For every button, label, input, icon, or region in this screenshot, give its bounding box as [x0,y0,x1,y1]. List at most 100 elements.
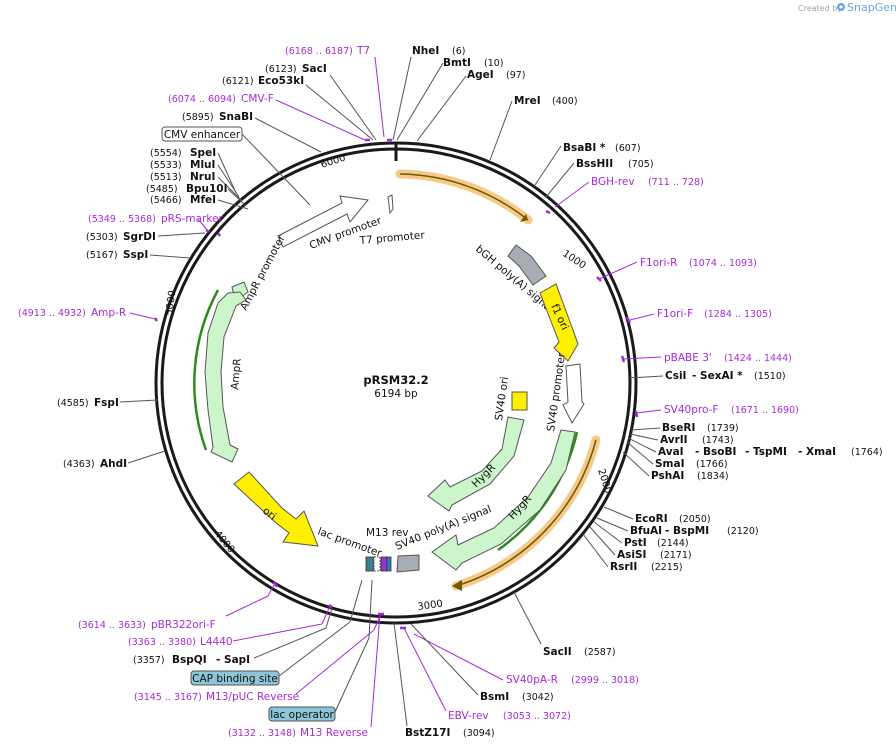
plasmid-name: pRSM32.2 [363,373,428,387]
cmv-promoter-arrow[interactable] [277,195,369,248]
label-mlui-pos: (5533) [150,160,182,171]
label-ebvrev-name: EBV-rev [448,710,489,722]
label-m13rev-range: (3132 .. 3148) [228,728,296,739]
leader-line [295,629,375,695]
label-m13puc-range: (3145 .. 3167) [134,692,202,703]
leader-line [589,526,616,556]
site-labels: (6168 .. 6187)T7(6123)SacI(6121)Eco53kI(… [18,45,883,739]
label-bpu10i-pos: (5485) [146,184,178,195]
label-nhei-pos: (6) [452,46,465,57]
leader-line [254,117,322,153]
label-nrui-name: NruI [190,171,215,183]
label-bsshii-name: BssHII [576,158,613,170]
label-cap-text: CAP binding site [192,673,278,685]
label-ecori-name: EcoRI [635,513,668,525]
leader-line [393,622,408,727]
label-eco53ki-name: Eco53kI [258,75,304,87]
tick-label-1000: 1000 [560,248,587,271]
leader-line [127,450,166,464]
label-mfei-name: MfeI [190,194,216,206]
label-bspmi-pos: (2120) [727,526,759,537]
leader-line [545,162,575,198]
hygr-inner-arrow[interactable] [427,416,525,512]
label-mfei-pos: (5466) [150,195,182,206]
label-sv40par-name: SV40pA-R [506,674,558,686]
label-cmvf-range: (6074 .. 6094) [168,94,236,105]
primer-marks [153,138,639,630]
leader-line [626,441,654,465]
leader-line [217,199,249,210]
sv40-polya-block[interactable] [396,554,420,573]
brand-name: SnapGene [847,1,896,14]
label-bstz17i-pos: (3094) [463,728,495,739]
leader-line [232,623,323,642]
label-sv40prof-name: SV40pro-F [664,404,718,416]
label-asisi-pos: (2171) [660,550,692,561]
label-bsabi-pos: (607) [615,143,641,154]
orange-feature-top[interactable] [395,169,533,225]
bgh-polya-block[interactable] [507,244,547,286]
green-marker-left [193,289,220,451]
ampr-arrow[interactable] [204,291,247,463]
leader-line [392,56,412,141]
f1-ori-arrow[interactable] [539,283,579,362]
label-bmti-pos: (10) [484,58,504,69]
leader-line [596,517,629,532]
sv40-ori-block[interactable] [511,391,528,411]
ori-arrow[interactable] [233,471,319,547]
label-m13rev-name: M13 Reverse [300,727,368,739]
leader-line [629,433,659,441]
label-l4440-name: L4440 [200,636,233,648]
hygr-outer-arrow[interactable] [431,429,576,571]
label-ampr-range: (4913 .. 4932) [18,308,86,319]
leader-line [489,100,513,161]
label-bghrev-name: BGH-rev [591,176,635,188]
label-pbabe-name: pBABE 3' [664,352,712,364]
label-nhei-name: NheI [412,45,439,57]
label-bstz17i-name: BstZ17I [405,727,450,739]
leader-line [197,218,209,232]
label-mrei-pos: (400) [552,96,578,107]
label-snabi-pos: (5895) [182,112,214,123]
backbone [154,141,638,625]
leader-line [582,533,609,568]
label-asisi-name: AsiSI [617,549,646,561]
label-saci-name: SacI [302,63,327,75]
sv40-promoter-arrow[interactable] [562,363,585,425]
lac-feature-blocks[interactable] [365,556,392,572]
label-l4440-range: (3363 .. 3380) [128,637,196,648]
label-avrii-name: AvrII [660,434,688,446]
t7-promoter-label: T7 promoter [358,229,426,247]
label-t7-range: (6168 .. 6187) [285,46,353,57]
label-fspi-name: FspI [94,397,119,409]
tick-label-2000: 2000 [595,468,613,496]
leader-line [513,591,542,645]
plasmid-size: 6194 bp [374,388,418,400]
label-smai-name: SmaI [655,458,685,470]
label-lac-operator-text: lac operator [270,709,334,721]
label-sspi-name: SspI [123,249,148,261]
sv40-promoter-label: SV40 promoter [545,352,568,433]
label-cmv-enhancer-box [161,126,243,142]
snapgene-logo-icon [837,3,845,11]
leader-line [622,451,650,477]
leader-line [275,99,366,141]
leader-line [267,582,276,597]
leader-line [349,579,363,623]
label-cap-box [190,670,280,686]
label-spei-name: SpeI [190,147,216,159]
label-cmv-enhancer-text: CMV enhancer [164,129,241,141]
label-nrui-pos: (5513) [150,172,182,183]
label-agei-name: AgeI [467,69,494,81]
label-t7-name: T7 [356,45,370,57]
leader-line [225,595,269,617]
label-sapi-name: - SapI [216,654,250,666]
leader-line [227,188,246,206]
label-psti-pos: (2144) [657,538,689,549]
leader-line [603,506,634,520]
t7-promoter-arrow[interactable] [387,194,394,215]
leader-line [396,62,444,141]
label-agei-pos: (97) [506,70,526,81]
label-f1orir-range: (1074 .. 1093) [689,258,757,269]
label-f1orir-name: F1ori-R [640,257,677,269]
